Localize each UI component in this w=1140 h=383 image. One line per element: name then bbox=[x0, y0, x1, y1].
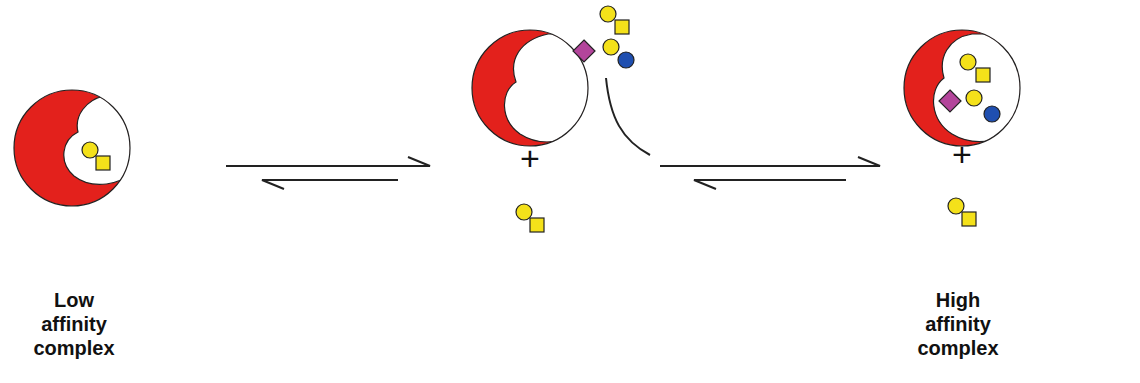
equilibrium-arrows bbox=[660, 157, 880, 189]
state-label: Low affinity complex bbox=[19, 288, 129, 360]
protein-high-affinity bbox=[904, 30, 1024, 146]
plus-sign: + bbox=[942, 134, 982, 175]
equilibrium-arrows bbox=[226, 157, 430, 189]
protein-empty bbox=[472, 30, 592, 146]
disaccharide bbox=[516, 204, 544, 232]
plus-sign: + bbox=[510, 138, 550, 179]
binding-arrow bbox=[606, 78, 650, 155]
glycan bbox=[573, 6, 634, 68]
protein-low-affinity bbox=[14, 90, 136, 206]
disaccharide bbox=[948, 198, 976, 226]
state-label: High affinity complex bbox=[903, 288, 1013, 360]
